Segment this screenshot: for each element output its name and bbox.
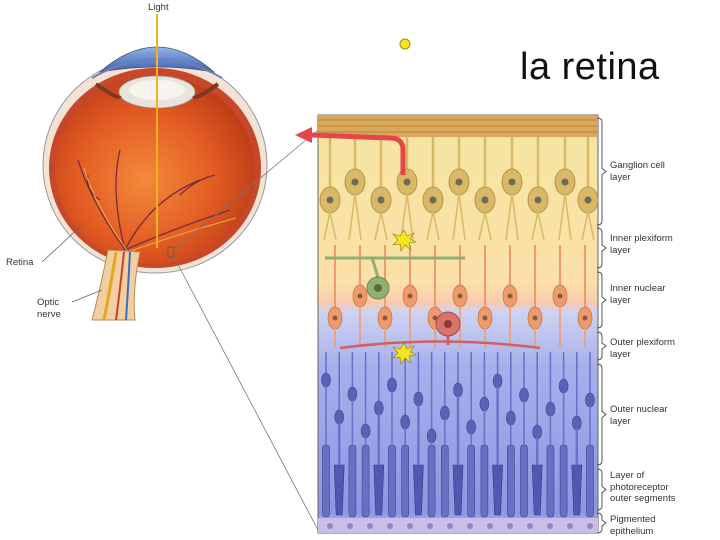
retina-label: Retina xyxy=(6,257,34,268)
optic-nerve-label-1: Optic xyxy=(37,297,60,308)
layer-brackets xyxy=(596,117,607,534)
horizontal-cell xyxy=(339,311,541,350)
eye-cross-section xyxy=(42,14,268,321)
amacrine-cell xyxy=(325,256,465,300)
retina-magnified-section xyxy=(317,114,599,534)
ganglion-cells xyxy=(319,137,599,241)
photoreceptor-cells xyxy=(321,352,595,518)
synapse-flash-outer xyxy=(392,342,417,365)
light-label: Light xyxy=(148,2,169,13)
signal-arrow xyxy=(295,127,406,175)
optic-nerve-label-2: nerve xyxy=(37,309,61,320)
bullet-dot xyxy=(399,38,411,50)
slide-title: la retina xyxy=(520,46,660,88)
synapse-flash-inner xyxy=(392,229,417,252)
